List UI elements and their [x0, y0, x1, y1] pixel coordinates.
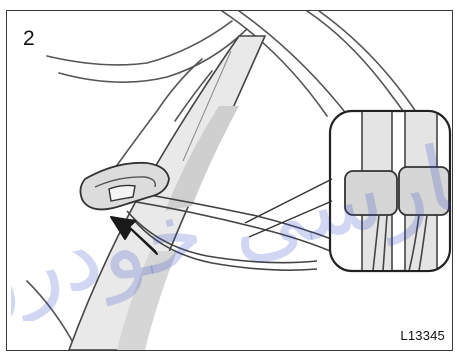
step-number: 2: [23, 27, 35, 51]
detail-inset: [245, 111, 450, 271]
figure-code: L13345: [400, 328, 445, 343]
illustration-canvas: [7, 11, 452, 350]
figure-frame: فارسی خودرو 2 L13345: [6, 10, 453, 351]
